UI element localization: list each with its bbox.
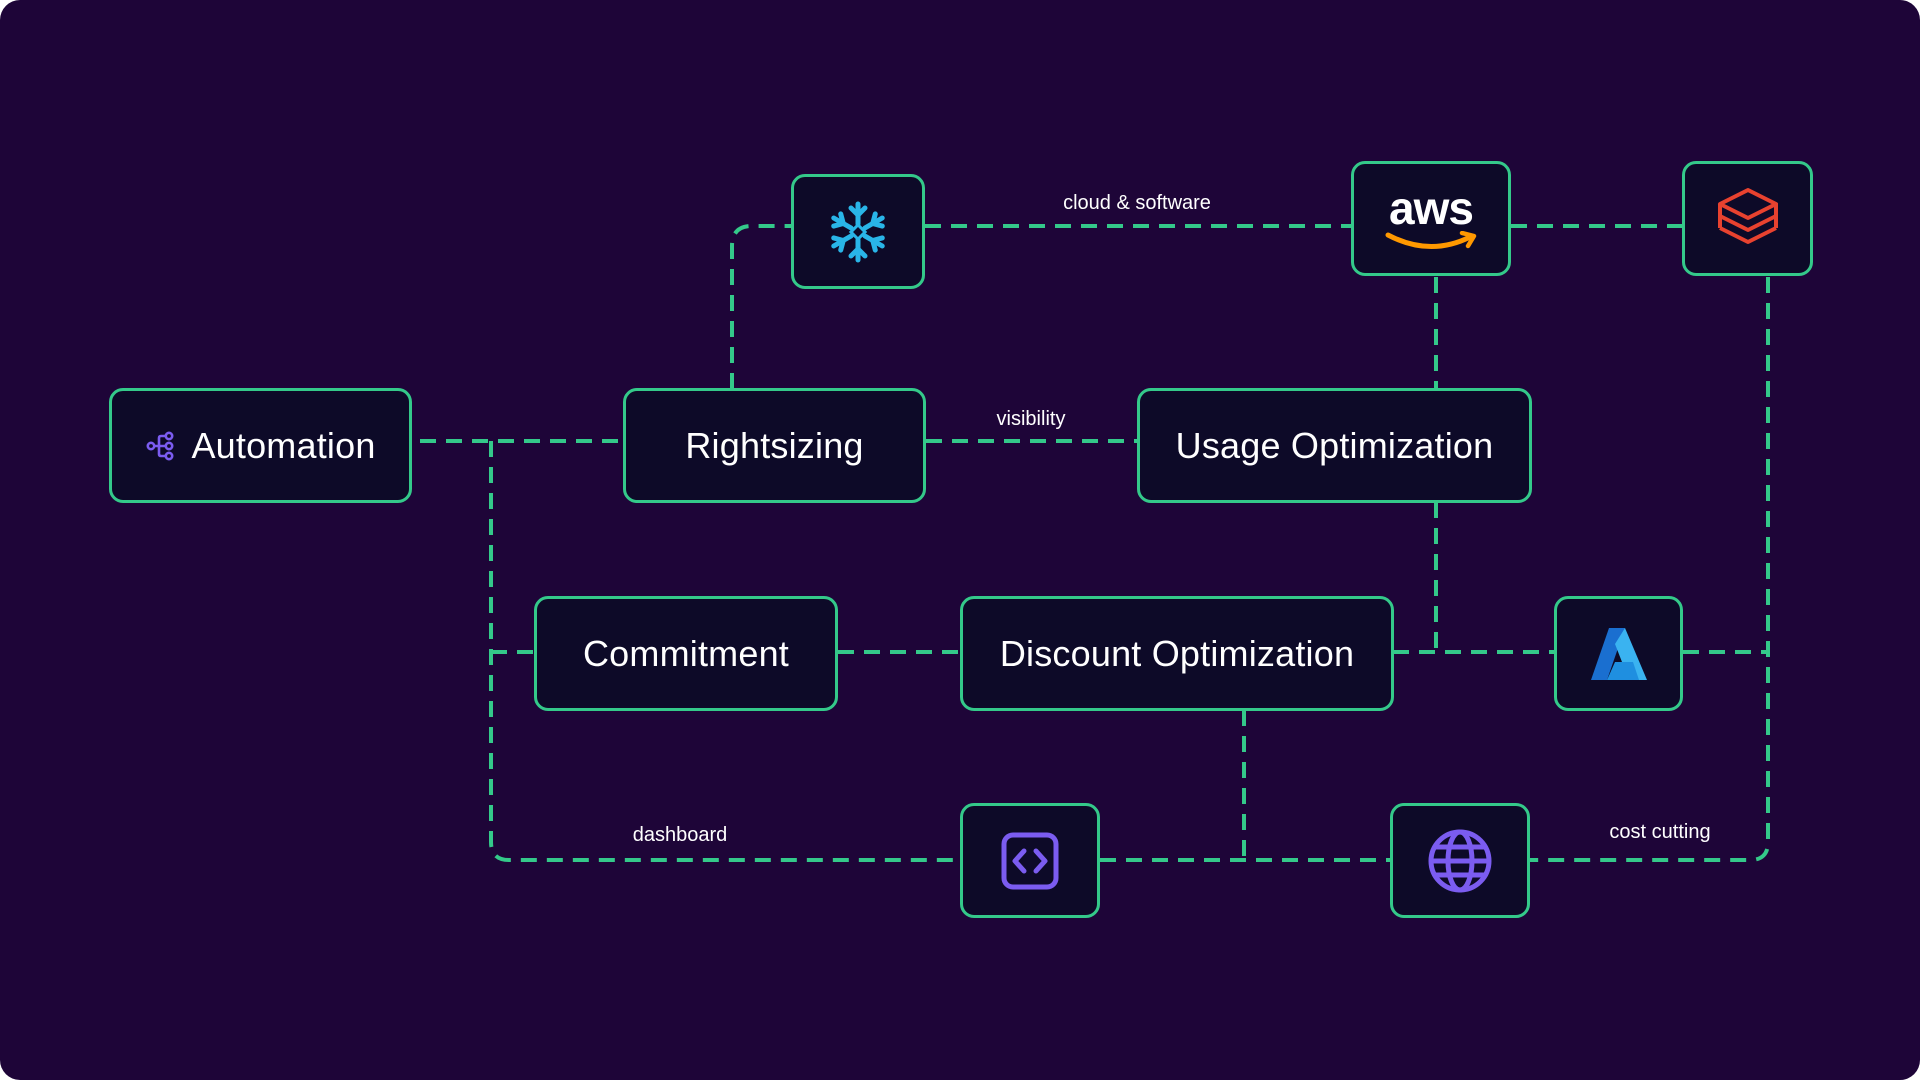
- workflow-icon: [145, 430, 177, 462]
- azure-logo-icon: [1589, 626, 1649, 682]
- node-rightsizing-label: Rightsizing: [685, 424, 864, 466]
- node-discount-optimization[interactable]: Discount Optimization: [960, 596, 1394, 711]
- globe-icon: [1427, 828, 1493, 894]
- connector-stack-down: [1530, 277, 1770, 862]
- node-code[interactable]: [960, 803, 1100, 918]
- snowflake-icon: [825, 199, 891, 265]
- layered-stack-icon: [1716, 186, 1780, 252]
- node-rightsizing[interactable]: Rightsizing: [623, 388, 926, 503]
- code-brackets-icon: [1000, 831, 1060, 891]
- edge-label-cloud-software: cloud & software: [1063, 192, 1211, 214]
- node-snowflake[interactable]: [791, 174, 925, 289]
- aws-logo-icon: aws: [1384, 181, 1478, 251]
- aws-logo-text: aws: [1389, 181, 1474, 234]
- node-usage-optimization-label: Usage Optimization: [1175, 424, 1494, 466]
- node-automation[interactable]: Automation: [109, 388, 412, 503]
- edge-label-cost-cutting: cost cutting: [1609, 821, 1711, 843]
- node-stack[interactable]: [1682, 161, 1813, 276]
- node-aws[interactable]: aws: [1351, 161, 1511, 276]
- connector-rightsizing-snowflake: [730, 224, 792, 389]
- node-discount-optimization-label: Discount Optimization: [999, 632, 1355, 674]
- edge-label-visibility: visibility: [996, 408, 1066, 430]
- node-automation-label: Automation: [191, 424, 376, 466]
- node-azure[interactable]: [1554, 596, 1683, 711]
- node-commitment[interactable]: Commitment: [534, 596, 838, 711]
- node-commitment-label: Commitment: [582, 632, 790, 674]
- connector-automation-down: [489, 441, 960, 862]
- node-usage-optimization[interactable]: Usage Optimization: [1137, 388, 1532, 503]
- edge-label-dashboard: dashboard: [632, 824, 728, 846]
- node-globe[interactable]: [1390, 803, 1530, 918]
